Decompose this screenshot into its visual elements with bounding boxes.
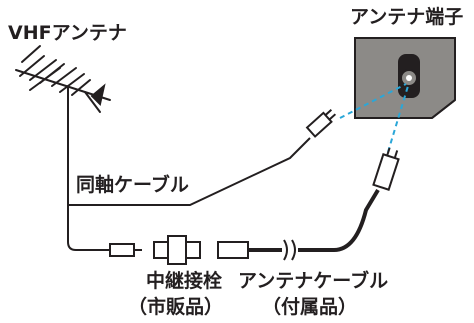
coax-cable-label: 同軸ケーブル xyxy=(76,174,189,196)
antenna-cable-label: アンテナケーブル xyxy=(238,270,389,292)
vhf-antenna-label: VHFアンテナ xyxy=(8,22,127,44)
connection-guide-lines xyxy=(339,83,409,153)
relay-connector-label: 中継接栓 xyxy=(146,270,223,292)
plug-icon xyxy=(109,243,142,257)
plug-icon xyxy=(372,147,400,191)
cable-break-icon xyxy=(283,239,296,261)
antenna-cable xyxy=(217,188,380,259)
coax-cable xyxy=(68,137,311,206)
plug-icon xyxy=(305,108,337,138)
relay-connector-icon xyxy=(153,235,201,265)
coax-cable-lower xyxy=(67,205,110,251)
antenna-cable-note: （付属品） xyxy=(262,296,358,318)
antenna-terminal-icon xyxy=(354,37,456,119)
vhf-antenna-icon xyxy=(15,45,111,206)
relay-connector-note: （市販品） xyxy=(128,296,224,318)
antenna-terminal-label: アンテナ端子 xyxy=(350,6,464,28)
